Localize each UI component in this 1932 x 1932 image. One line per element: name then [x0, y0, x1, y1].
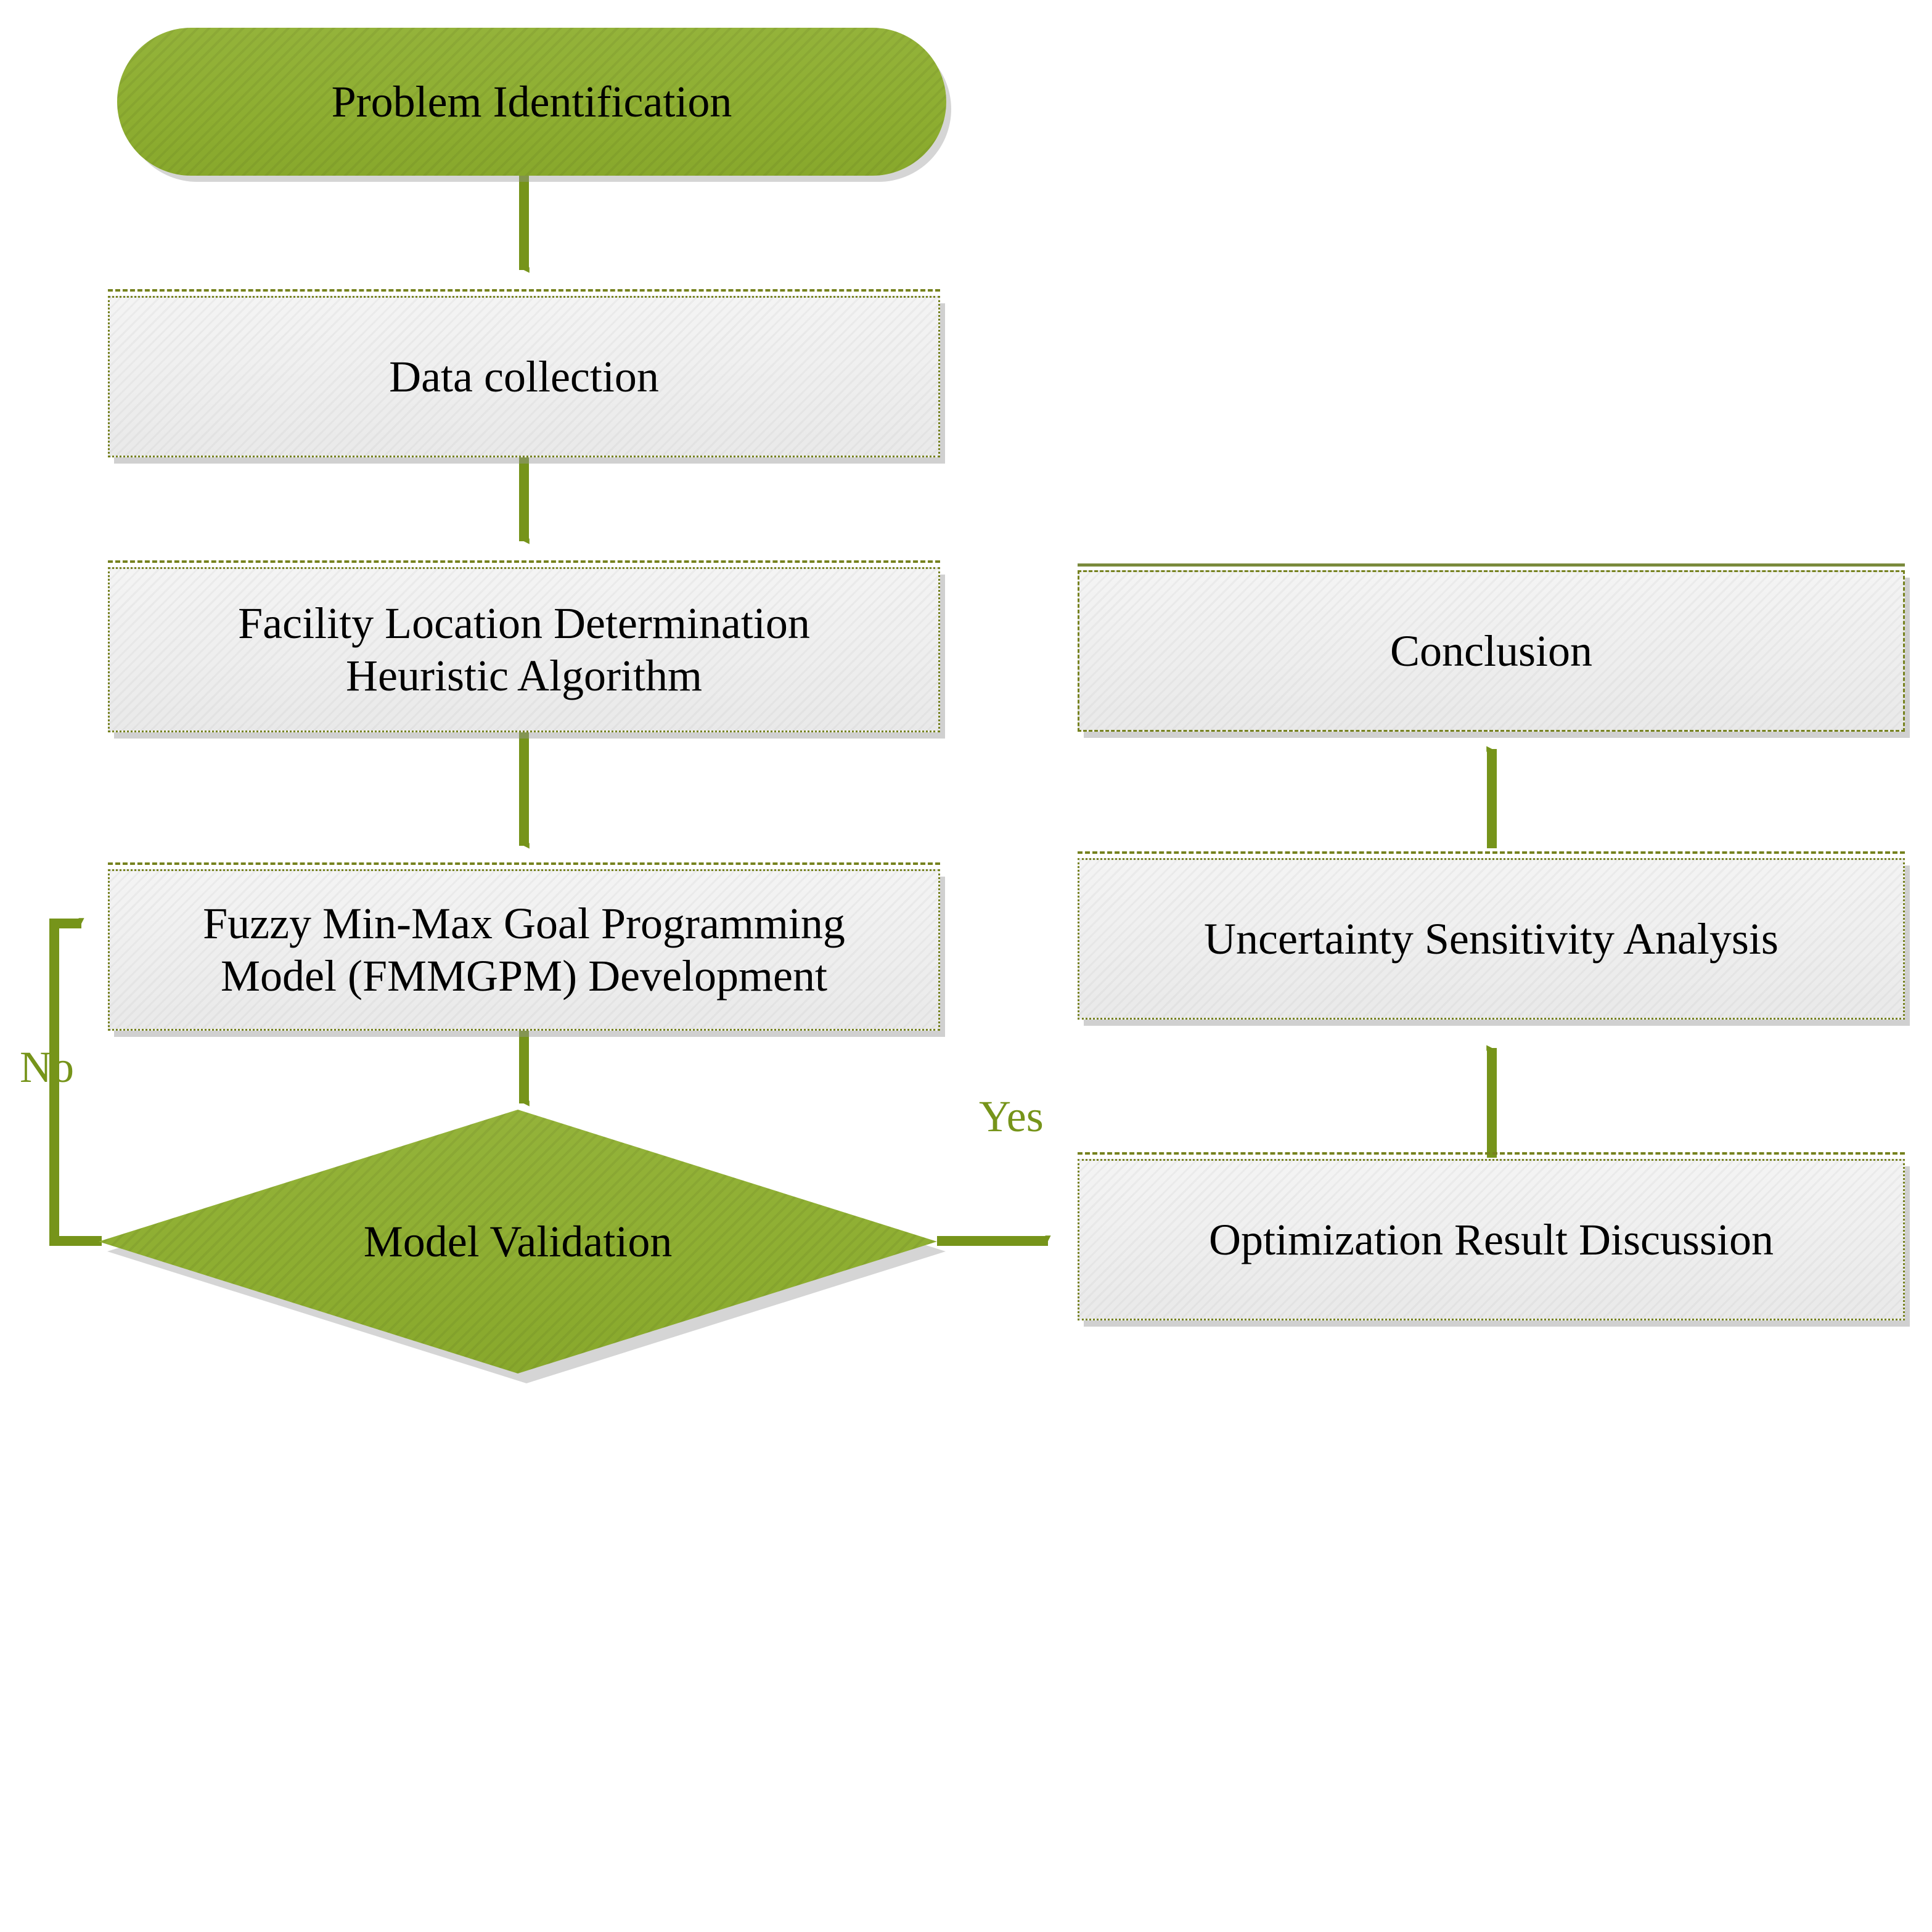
- node-data-collection[interactable]: Data collection: [108, 289, 940, 457]
- node-label-optimization-result-discussion: Optimization Result Discussion: [1209, 1214, 1774, 1264]
- node-model-validation[interactable]: Model Validation: [99, 1110, 946, 1383]
- edge-label-yes: Yes: [979, 1092, 1044, 1141]
- node-label-uncertainty-sensitivity-analysis: Uncertainty Sensitivity Analysis: [1204, 914, 1779, 964]
- node-optimization-result-discussion[interactable]: Optimization Result Discussion: [1078, 1152, 1905, 1320]
- edge-label-no: No: [20, 1042, 74, 1092]
- node-label-data-collection: Data collection: [389, 351, 659, 401]
- diamond-label-wrapper: Model Validation: [99, 1110, 937, 1373]
- node-fmmgpm-development[interactable]: Fuzzy Min-Max Goal Programming Model (FM…: [108, 862, 940, 1031]
- node-problem-identification[interactable]: Problem Identification: [117, 28, 946, 176]
- node-label-facility-location-line1: Facility Location Determination: [238, 599, 810, 649]
- node-label-facility-location-line2: Heuristic Algorithm: [346, 651, 702, 700]
- node-conclusion[interactable]: Conclusion: [1078, 563, 1905, 732]
- node-facility-location[interactable]: Facility Location Determination Heuristi…: [108, 560, 940, 732]
- node-label-problem-identification: Problem Identification: [331, 76, 732, 126]
- node-label-conclusion: Conclusion: [1390, 626, 1592, 676]
- node-label-model-validation: Model Validation: [363, 1216, 673, 1266]
- node-label-fmmgpm-line2: Model (FMMGPM) Development: [221, 951, 827, 1001]
- node-label-fmmgpm-line1: Fuzzy Min-Max Goal Programming: [203, 899, 845, 949]
- node-uncertainty-sensitivity-analysis[interactable]: Uncertainty Sensitivity Analysis: [1078, 851, 1905, 1020]
